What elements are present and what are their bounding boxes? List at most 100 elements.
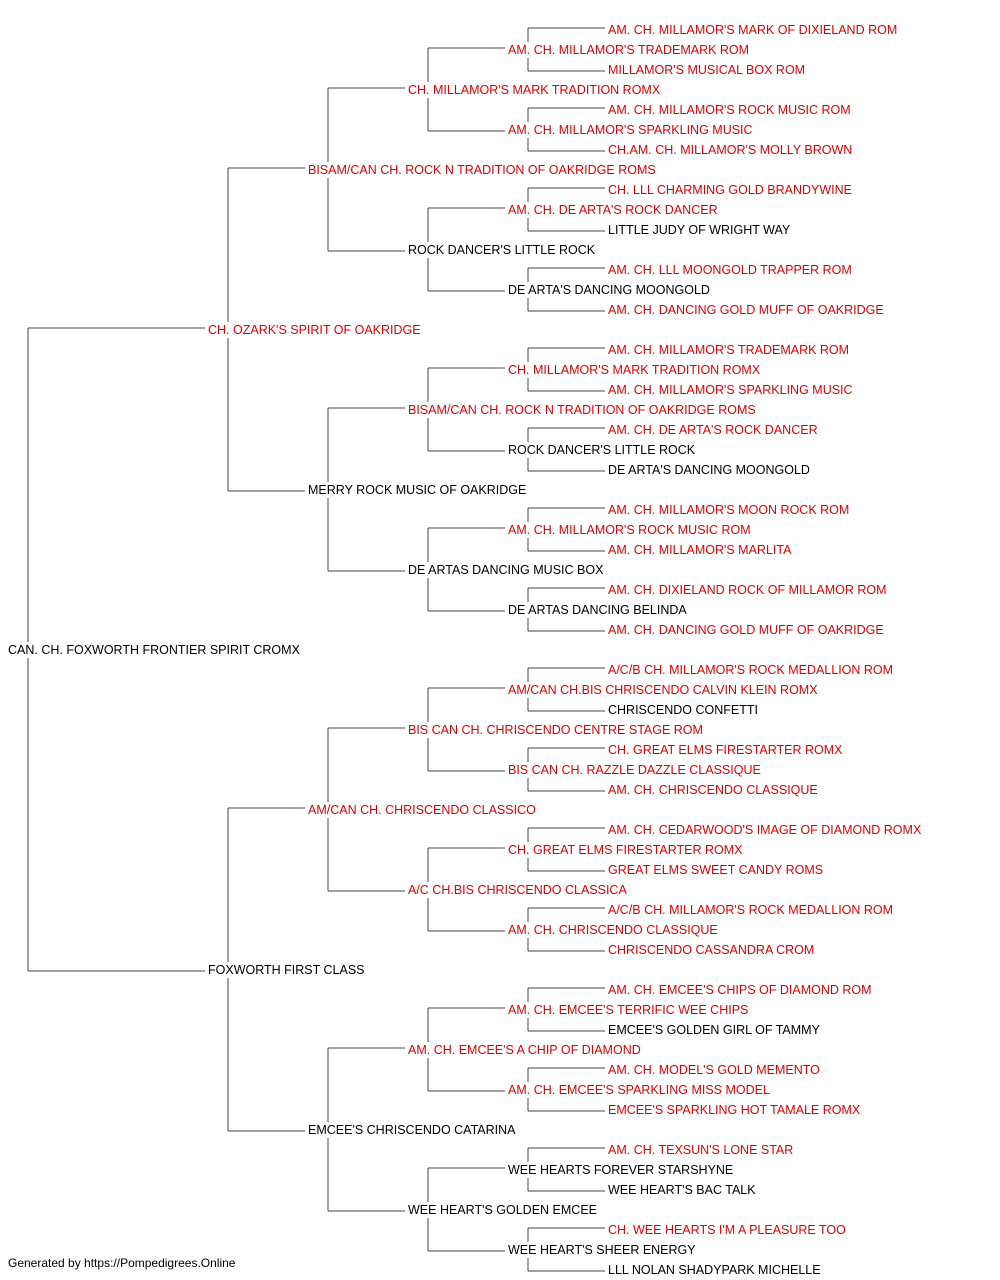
ancestor-d-s-s-s: AM/CAN CH.BIS CHRISCENDO CALVIN KLEIN RO… bbox=[508, 667, 818, 712]
dog-name: AM. CH. DE ARTA'S ROCK DANCER bbox=[508, 203, 718, 217]
ancestor-d-s-d-s-s: AM. CH. CEDARWOOD'S IMAGE OF DIAMOND ROM… bbox=[608, 823, 922, 837]
ancestor-d-d-s: AM. CH. EMCEE'S A CHIP OF DIAMOND bbox=[408, 1007, 641, 1092]
dog-name: DE ARTA'S DANCING MOONGOLD bbox=[608, 463, 810, 477]
dog-name: AM. CH. MILLAMOR'S SPARKLING MUSIC bbox=[608, 383, 853, 397]
ancestor-d: FOXWORTH FIRST CLASS bbox=[208, 807, 365, 1132]
ancestor-d-d-d-s-s: AM. CH. TEXSUN'S LONE STAR bbox=[608, 1143, 793, 1157]
dog-name: CH. GREAT ELMS FIRESTARTER ROMX bbox=[508, 843, 743, 857]
dog-name: A/C/B CH. MILLAMOR'S ROCK MEDALLION ROM bbox=[608, 903, 893, 917]
ancestor-s-s: BISAM/CAN CH. ROCK N TRADITION OF OAKRID… bbox=[308, 87, 656, 252]
dog-name: BIS CAN CH. CHRISCENDO CENTRE STAGE ROM bbox=[408, 723, 703, 737]
ancestor-s-s-s-s-d: MILLAMOR'S MUSICAL BOX ROM bbox=[608, 63, 805, 77]
ancestor-s-s-s-d-d: CH.AM. CH. MILLAMOR'S MOLLY BROWN bbox=[608, 143, 852, 157]
dog-name: WEE HEARTS FOREVER STARSHYNE bbox=[508, 1163, 733, 1177]
dog-name: BISAM/CAN CH. ROCK N TRADITION OF OAKRID… bbox=[408, 403, 756, 417]
dog-name: CH. MILLAMOR'S MARK TRADITION ROMX bbox=[508, 363, 761, 377]
ancestor-d-s: AM/CAN CH. CHRISCENDO CLASSICO bbox=[308, 727, 536, 892]
dog-name: AM. CH. MILLAMOR'S TRADEMARK ROM bbox=[508, 43, 749, 57]
ancestor-d-s-s-d-d: AM. CH. CHRISCENDO CLASSIQUE bbox=[608, 783, 818, 797]
ancestor-s-d-d-d-s: AM. CH. DIXIELAND ROCK OF MILLAMOR ROM bbox=[608, 583, 887, 597]
dog-name: AM. CH. MILLAMOR'S SPARKLING MUSIC bbox=[508, 123, 753, 137]
dog-name: CHRISCENDO CONFETTI bbox=[608, 703, 758, 717]
ancestor-s-s-d-d: DE ARTA'S DANCING MOONGOLD bbox=[508, 267, 710, 312]
ancestor-d-d-d-d: WEE HEART'S SHEER ENERGY bbox=[508, 1227, 696, 1272]
ancestor-s-d-d-s-s: AM. CH. MILLAMOR'S MOON ROCK ROM bbox=[608, 503, 849, 517]
dog-name: AM. CH. CHRISCENDO CLASSIQUE bbox=[508, 923, 718, 937]
ancestor-s-s-s-d-s: AM. CH. MILLAMOR'S ROCK MUSIC ROM bbox=[608, 103, 851, 117]
dog-name: FOXWORTH FIRST CLASS bbox=[208, 963, 365, 977]
dog-name: A/C/B CH. MILLAMOR'S ROCK MEDALLION ROM bbox=[608, 663, 893, 677]
dog-name: AM. CH. MILLAMOR'S ROCK MUSIC ROM bbox=[508, 523, 751, 537]
dog-name: ROCK DANCER'S LITTLE ROCK bbox=[408, 243, 596, 257]
ancestor-s-d-s-d-s: AM. CH. DE ARTA'S ROCK DANCER bbox=[608, 423, 818, 437]
dog-name: AM. CH. MILLAMOR'S TRADEMARK ROM bbox=[608, 343, 849, 357]
dog-name: EMCEE'S SPARKLING HOT TAMALE ROMX bbox=[608, 1103, 861, 1117]
ancestor-s-d-d-d: DE ARTAS DANCING BELINDA bbox=[508, 587, 687, 632]
dog-name: LLL NOLAN SHADYPARK MICHELLE bbox=[608, 1263, 821, 1277]
ancestor-s-s-d-d-d: AM. CH. DANCING GOLD MUFF OF OAKRIDGE bbox=[608, 303, 884, 317]
ancestor-s-s-d-d-s: AM. CH. LLL MOONGOLD TRAPPER ROM bbox=[608, 263, 852, 277]
ancestor-d-s-d-s-d: GREAT ELMS SWEET CANDY ROMS bbox=[608, 863, 823, 877]
ancestor-s-d-s-s-s: AM. CH. MILLAMOR'S TRADEMARK ROM bbox=[608, 343, 849, 357]
ancestor-s-d-s-s-d: AM. CH. MILLAMOR'S SPARKLING MUSIC bbox=[608, 383, 853, 397]
dog-name: AM. CH. MILLAMOR'S MARK OF DIXIELAND ROM bbox=[608, 23, 897, 37]
ancestor-d-s-d: A/C CH.BIS CHRISCENDO CLASSICA bbox=[408, 847, 627, 932]
ancestor-d-s-s-d-s: CH. GREAT ELMS FIRESTARTER ROMX bbox=[608, 743, 843, 757]
dog-name: AM. CH. MILLAMOR'S MARLITA bbox=[608, 543, 792, 557]
dog-name: CH. OZARK'S SPIRIT OF OAKRIDGE bbox=[208, 323, 421, 337]
ancestor-s-d: MERRY ROCK MUSIC OF OAKRIDGE bbox=[308, 407, 526, 572]
dog-name: BISAM/CAN CH. ROCK N TRADITION OF OAKRID… bbox=[308, 163, 656, 177]
dog-name: AM/CAN CH.BIS CHRISCENDO CALVIN KLEIN RO… bbox=[508, 683, 818, 697]
dog-name: LITTLE JUDY OF WRIGHT WAY bbox=[608, 223, 791, 237]
dog-name: WEE HEART'S BAC TALK bbox=[608, 1183, 756, 1197]
ancestor-d-s-s: BIS CAN CH. CHRISCENDO CENTRE STAGE ROM bbox=[408, 687, 703, 772]
dog-name: AM. CH. CEDARWOOD'S IMAGE OF DIAMOND ROM… bbox=[608, 823, 922, 837]
ancestor-s-d-s: BISAM/CAN CH. ROCK N TRADITION OF OAKRID… bbox=[408, 367, 756, 452]
ancestor-d-s-s-d: BIS CAN CH. RAZZLE DAZZLE CLASSIQUE bbox=[508, 747, 761, 792]
dog-name: AM. CH. DE ARTA'S ROCK DANCER bbox=[608, 423, 818, 437]
ancestor-d-d-d-s: WEE HEARTS FOREVER STARSHYNE bbox=[508, 1147, 733, 1192]
ancestor-d-d-d-d-s: CH. WEE HEARTS I'M A PLEASURE TOO bbox=[608, 1223, 846, 1237]
dog-name: AM. CH. LLL MOONGOLD TRAPPER ROM bbox=[608, 263, 852, 277]
dog-name: AM. CH. EMCEE'S A CHIP OF DIAMOND bbox=[408, 1043, 641, 1057]
dog-name: CAN. CH. FOXWORTH FRONTIER SPIRIT CROMX bbox=[8, 643, 301, 657]
ancestor-d-d-d: WEE HEART'S GOLDEN EMCEE bbox=[408, 1167, 597, 1252]
ancestor-s-s-d-s: AM. CH. DE ARTA'S ROCK DANCER bbox=[508, 187, 718, 232]
ancestor-s-s-s-s: AM. CH. MILLAMOR'S TRADEMARK ROM bbox=[508, 27, 749, 72]
ancestor-d-d-s-d-s: AM. CH. MODEL'S GOLD MEMENTO bbox=[608, 1063, 820, 1077]
ancestor-d-d-s-s-d: EMCEE'S GOLDEN GIRL OF TAMMY bbox=[608, 1023, 821, 1037]
footer-credit: Generated by https://Pompedigrees.Online bbox=[8, 1256, 236, 1270]
dog-name: WEE HEART'S SHEER ENERGY bbox=[508, 1243, 696, 1257]
dog-name: BIS CAN CH. RAZZLE DAZZLE CLASSIQUE bbox=[508, 763, 761, 777]
dog-name: DE ARTAS DANCING MUSIC BOX bbox=[408, 563, 604, 577]
dog-name: DE ARTAS DANCING BELINDA bbox=[508, 603, 687, 617]
dog-name: CH. LLL CHARMING GOLD BRANDYWINE bbox=[608, 183, 852, 197]
dog-name: CH. MILLAMOR'S MARK TRADITION ROMX bbox=[408, 83, 661, 97]
ancestor-s-d-s-d-d: DE ARTA'S DANCING MOONGOLD bbox=[608, 463, 810, 477]
ancestor-s-d-s-s: CH. MILLAMOR'S MARK TRADITION ROMX bbox=[508, 347, 761, 392]
ancestor-s-s-d: ROCK DANCER'S LITTLE ROCK bbox=[408, 207, 596, 292]
ancestor-s-d-d: DE ARTAS DANCING MUSIC BOX bbox=[408, 527, 604, 612]
ancestor-s-s-s-d: AM. CH. MILLAMOR'S SPARKLING MUSIC bbox=[508, 107, 753, 152]
ancestor-d-d-s-s-s: AM. CH. EMCEE'S CHIPS OF DIAMOND ROM bbox=[608, 983, 872, 997]
dog-name: AM. CH. EMCEE'S TERRIFIC WEE CHIPS bbox=[508, 1003, 748, 1017]
dog-name: AM/CAN CH. CHRISCENDO CLASSICO bbox=[308, 803, 536, 817]
dog-name: AM. CH. DANCING GOLD MUFF OF OAKRIDGE bbox=[608, 303, 884, 317]
ancestor-s-s-s-s-s: AM. CH. MILLAMOR'S MARK OF DIXIELAND ROM bbox=[608, 23, 897, 37]
ancestor-d-d-s-d-d: EMCEE'S SPARKLING HOT TAMALE ROMX bbox=[608, 1103, 861, 1117]
ancestor-s-d-d-s: AM. CH. MILLAMOR'S ROCK MUSIC ROM bbox=[508, 507, 751, 552]
ancestor-s: CH. OZARK'S SPIRIT OF OAKRIDGE bbox=[208, 167, 421, 492]
dog-name: A/C CH.BIS CHRISCENDO CLASSICA bbox=[408, 883, 627, 897]
ancestor-s-d-d-s-d: AM. CH. MILLAMOR'S MARLITA bbox=[608, 543, 792, 557]
dog-name: CH.AM. CH. MILLAMOR'S MOLLY BROWN bbox=[608, 143, 852, 157]
ancestor-s-d-d-d-d: AM. CH. DANCING GOLD MUFF OF OAKRIDGE bbox=[608, 623, 884, 637]
dog-name: GREAT ELMS SWEET CANDY ROMS bbox=[608, 863, 823, 877]
ancestor-d-s-d-d-d: CHRISCENDO CASSANDRA CROM bbox=[608, 943, 814, 957]
ancestor-d-s-d-s: CH. GREAT ELMS FIRESTARTER ROMX bbox=[508, 827, 743, 872]
dog-name: AM. CH. EMCEE'S CHIPS OF DIAMOND ROM bbox=[608, 983, 872, 997]
ancestor-s-s-d-s-s: CH. LLL CHARMING GOLD BRANDYWINE bbox=[608, 183, 852, 197]
ancestor-d-d: EMCEE'S CHRISCENDO CATARINA bbox=[308, 1047, 516, 1212]
dog-name: AM. CH. EMCEE'S SPARKLING MISS MODEL bbox=[508, 1083, 770, 1097]
ancestor-d-d-d-d-d: LLL NOLAN SHADYPARK MICHELLE bbox=[608, 1263, 821, 1277]
